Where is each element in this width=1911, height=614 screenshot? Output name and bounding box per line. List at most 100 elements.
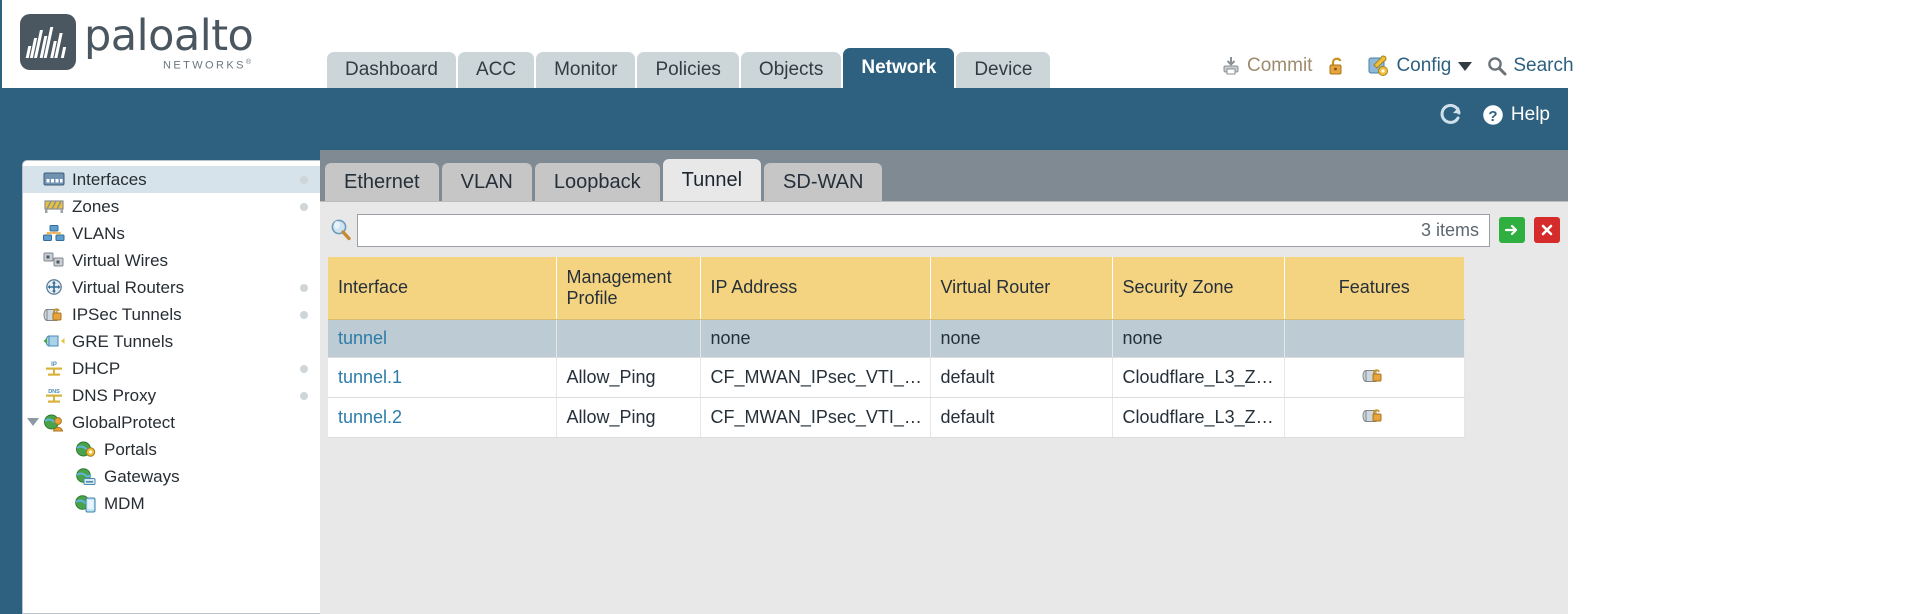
- apply-filter-button[interactable]: [1499, 217, 1525, 243]
- sidebar-container: Interfaces Zones VLANs Vir: [0, 150, 322, 614]
- column-header-management-profile[interactable]: Management Profile: [556, 257, 701, 320]
- tab-vlan[interactable]: VLAN: [441, 163, 532, 201]
- nav-tab-monitor[interactable]: Monitor: [536, 52, 636, 88]
- expander-collapse-icon[interactable]: [27, 418, 39, 426]
- commit-button[interactable]: Commit: [1220, 55, 1312, 77]
- config-menu-button[interactable]: Config: [1367, 55, 1473, 77]
- search-input[interactable]: [358, 215, 1421, 245]
- sidebar-item-gateways[interactable]: Gateways: [23, 463, 322, 490]
- column-header-features[interactable]: Features: [1284, 257, 1464, 320]
- table-row[interactable]: tunnel.2 Allow_Ping CF_MWAN_IPsec_VTI_02…: [328, 397, 1465, 438]
- nav-tab-policies[interactable]: Policies: [637, 52, 739, 88]
- nav-tab-dashboard[interactable]: Dashboard: [327, 52, 456, 88]
- sidebar-item-dns-proxy[interactable]: DNS DNS Proxy: [23, 382, 322, 409]
- sidebar-item-zones[interactable]: Zones: [23, 193, 322, 220]
- sidebar-item-virtual-routers[interactable]: Virtual Routers: [23, 274, 322, 301]
- cell-management-profile: [556, 319, 701, 358]
- nav-tab-acc[interactable]: ACC: [457, 52, 535, 88]
- search-label: Search: [1513, 55, 1574, 76]
- brand-tagline-text: NETWORKS: [163, 59, 246, 72]
- interfaces-icon: [43, 171, 65, 189]
- zones-icon: [43, 198, 65, 216]
- magnifier-icon[interactable]: [328, 217, 354, 243]
- virtual-wires-icon: [43, 252, 65, 270]
- cell-virtual-router: default: [930, 397, 1113, 438]
- tab-tunnel[interactable]: Tunnel: [662, 159, 762, 201]
- brand-name: paloalto: [84, 11, 254, 61]
- cell-ip-address: CF_MWAN_IPsec_VTI_02_…: [700, 397, 931, 438]
- config-lock-button[interactable]: [1326, 55, 1353, 77]
- search-icon: [1486, 55, 1508, 77]
- cell-management-profile: Allow_Ping: [556, 397, 701, 438]
- filter-input-wrap[interactable]: 3 items: [357, 213, 1490, 247]
- portals-icon: [75, 441, 97, 459]
- palo-alto-logo: paloalto NETWORKS®: [20, 11, 254, 72]
- tab-ethernet[interactable]: Ethernet: [325, 163, 439, 201]
- sidebar-item-interfaces[interactable]: Interfaces: [23, 166, 322, 193]
- column-header-ip-address[interactable]: IP Address: [700, 257, 931, 320]
- table-header-row: Interface Management Profile IP Address …: [328, 257, 1464, 320]
- commit-icon: [1220, 55, 1242, 77]
- cell-security-zone: none: [1112, 319, 1285, 358]
- table-row[interactable]: tunnel none none none: [328, 319, 1465, 358]
- sidebar-item-dhcp[interactable]: IP DHCP: [23, 355, 322, 382]
- sidebar-item-portals[interactable]: Portals: [23, 436, 322, 463]
- config-icon: [1367, 55, 1391, 77]
- sidebar-item-label: GRE Tunnels: [72, 331, 174, 351]
- vlans-icon: [43, 224, 65, 243]
- svg-text:?: ?: [1488, 108, 1497, 125]
- cell-interface[interactable]: tunnel.1: [328, 357, 557, 398]
- sidebar-item-label: IPSec Tunnels: [72, 304, 182, 324]
- tunnel-interfaces-table-wrap: Interface Management Profile IP Address …: [328, 257, 1560, 438]
- interface-link[interactable]: tunnel.2: [338, 406, 403, 427]
- column-header-interface[interactable]: Interface: [328, 257, 557, 320]
- column-header-virtual-router[interactable]: Virtual Router: [930, 257, 1113, 320]
- sidebar-item-label: MDM: [104, 493, 145, 513]
- nav-tab-device[interactable]: Device: [956, 52, 1051, 88]
- help-label[interactable]: Help: [1510, 104, 1550, 125]
- ipsec-lock-icon[interactable]: [1362, 406, 1386, 429]
- refresh-icon[interactable]: [1438, 102, 1464, 128]
- sidebar-item-gre-tunnels[interactable]: GRE Tunnels: [23, 328, 322, 355]
- gateways-icon: [75, 467, 97, 486]
- sidebar-item-label: DNS Proxy: [72, 385, 157, 405]
- sidebar-item-label: Interfaces: [72, 169, 147, 189]
- cell-ip-address: CF_MWAN_IPsec_VTI_01_…: [700, 357, 931, 398]
- tab-sdwan[interactable]: SD-WAN: [764, 163, 883, 201]
- config-label: Config: [1396, 55, 1452, 76]
- cell-interface[interactable]: tunnel: [328, 319, 557, 358]
- status-dot: [300, 392, 308, 400]
- status-dot: [300, 365, 308, 373]
- interface-link[interactable]: tunnel.1: [338, 366, 403, 387]
- tunnel-panel: 3 items: [320, 201, 1568, 614]
- nav-tab-network[interactable]: Network: [843, 48, 955, 88]
- ipsec-tunnels-icon: [43, 306, 65, 324]
- table-row[interactable]: tunnel.1 Allow_Ping CF_MWAN_IPsec_VTI_01…: [328, 357, 1465, 398]
- sidebar-item-virtual-wires[interactable]: Virtual Wires: [23, 247, 322, 274]
- nav-tab-objects[interactable]: Objects: [740, 52, 842, 88]
- sidebar-item-ipsec-tunnels[interactable]: IPSec Tunnels: [23, 301, 322, 328]
- dns-proxy-icon: DNS: [43, 387, 65, 405]
- status-dot: [300, 203, 308, 211]
- svg-text:IP: IP: [51, 362, 57, 368]
- interface-link[interactable]: tunnel: [338, 327, 388, 348]
- cell-interface[interactable]: tunnel.2: [328, 397, 557, 438]
- help-icon[interactable]: ?: [1480, 102, 1506, 128]
- cell-ip-address: none: [700, 319, 931, 358]
- sidebar-item-mdm[interactable]: MDM: [23, 490, 322, 517]
- chevron-down-icon: [1458, 61, 1473, 71]
- ipsec-lock-icon[interactable]: [1362, 366, 1386, 389]
- search-button[interactable]: Search: [1486, 55, 1574, 77]
- top-header: paloalto NETWORKS® Dashboard ACC Monitor…: [0, 0, 1574, 88]
- sidebar-item-globalprotect[interactable]: GlobalProtect: [23, 409, 322, 436]
- sidebar-item-label: DHCP: [72, 358, 121, 378]
- commit-label: Commit: [1247, 55, 1313, 76]
- band-tools: ? Help: [1438, 102, 1550, 128]
- globalprotect-icon: [43, 414, 65, 432]
- tab-loopback[interactable]: Loopback: [534, 163, 660, 201]
- cell-virtual-router: default: [930, 357, 1113, 398]
- column-header-security-zone[interactable]: Security Zone: [1112, 257, 1285, 320]
- clear-filter-button[interactable]: [1534, 217, 1560, 243]
- sidebar-item-vlans[interactable]: VLANs: [23, 220, 322, 247]
